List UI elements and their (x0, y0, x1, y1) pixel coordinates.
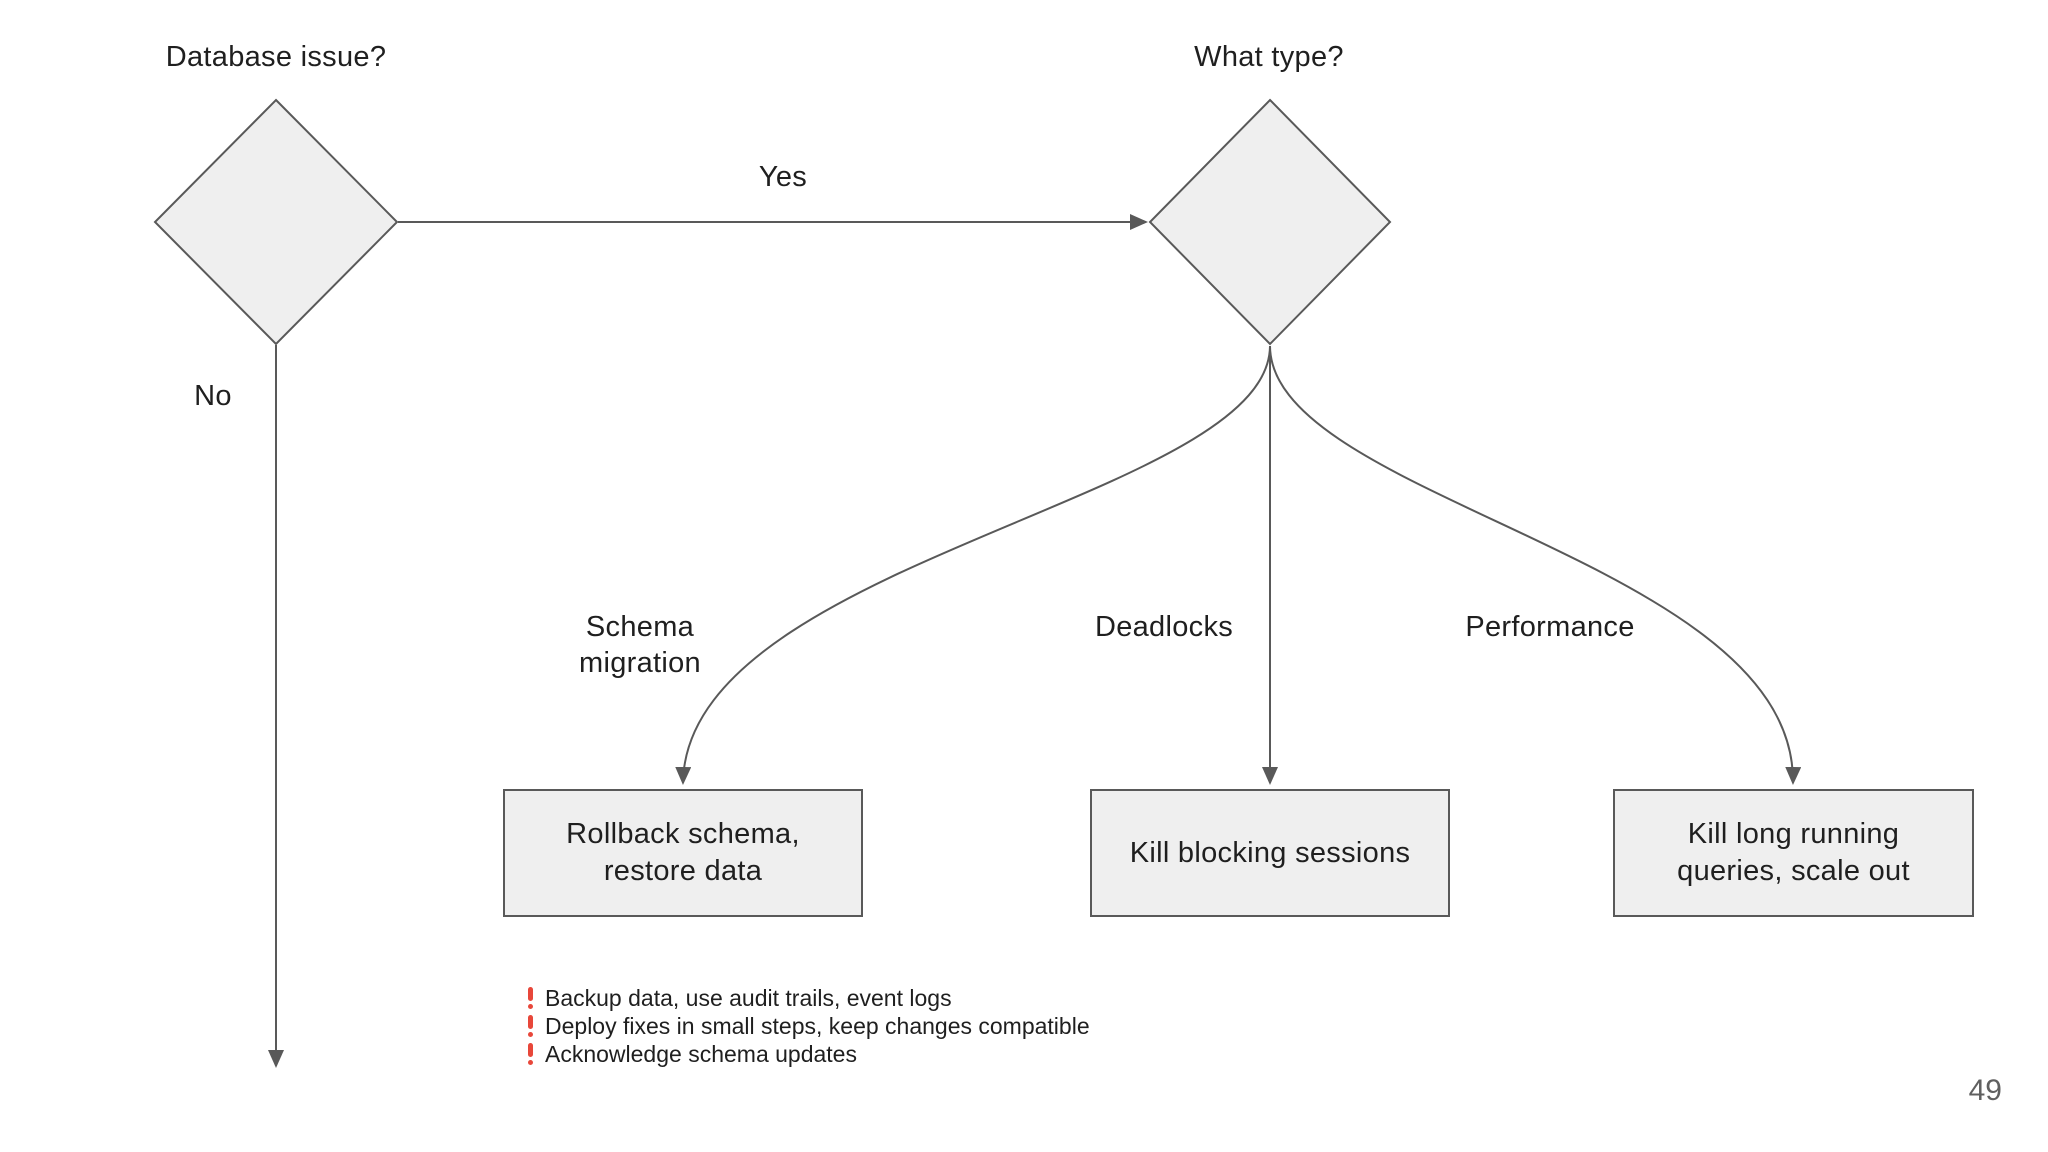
page-number: 49 (1968, 1074, 2002, 1107)
exclamation-icon (527, 1042, 533, 1065)
edge-label-no: No (194, 380, 232, 412)
branch-label-schema-migration: Schema migration (579, 611, 701, 679)
edge-label-yes: Yes (758, 161, 808, 193)
action-box-kill-long-running: Kill long running queries, scale out (1613, 789, 1974, 917)
action-box-label: Rollback schema, restore data (566, 818, 800, 887)
decision-diamond-what-type (1148, 98, 1392, 346)
decision-label-database-issue: Database issue? (165, 41, 387, 73)
note-item: Acknowledge schema updates (527, 1040, 1090, 1067)
exclamation-icon (527, 1014, 533, 1037)
action-box-kill-blocking-sessions: Kill blocking sessions (1090, 789, 1450, 917)
branch-label-deadlocks: Deadlocks (1094, 611, 1234, 643)
action-box-rollback-schema: Rollback schema, restore data (503, 789, 863, 917)
note-text: Deploy fixes in small steps, keep change… (545, 1012, 1090, 1039)
edge-performance-arrow (1269, 345, 1802, 785)
action-box-label: Kill long running queries, scale out (1677, 818, 1910, 887)
note-text: Acknowledge schema updates (545, 1040, 857, 1067)
decision-label-what-type: What type? (1194, 41, 1344, 73)
note-item: Backup data, use audit trails, event log… (527, 984, 1090, 1011)
exclamation-icon (527, 986, 533, 1009)
notes-list: Backup data, use audit trails, event log… (527, 984, 1090, 1067)
edge-schema-migration-arrow (675, 345, 1271, 785)
note-text: Backup data, use audit trails, event log… (545, 984, 952, 1011)
action-box-label: Kill blocking sessions (1129, 836, 1411, 869)
branch-label-performance: Performance (1465, 611, 1635, 643)
decision-diamond-database-issue (153, 98, 399, 346)
note-item: Deploy fixes in small steps, keep change… (527, 1012, 1090, 1039)
